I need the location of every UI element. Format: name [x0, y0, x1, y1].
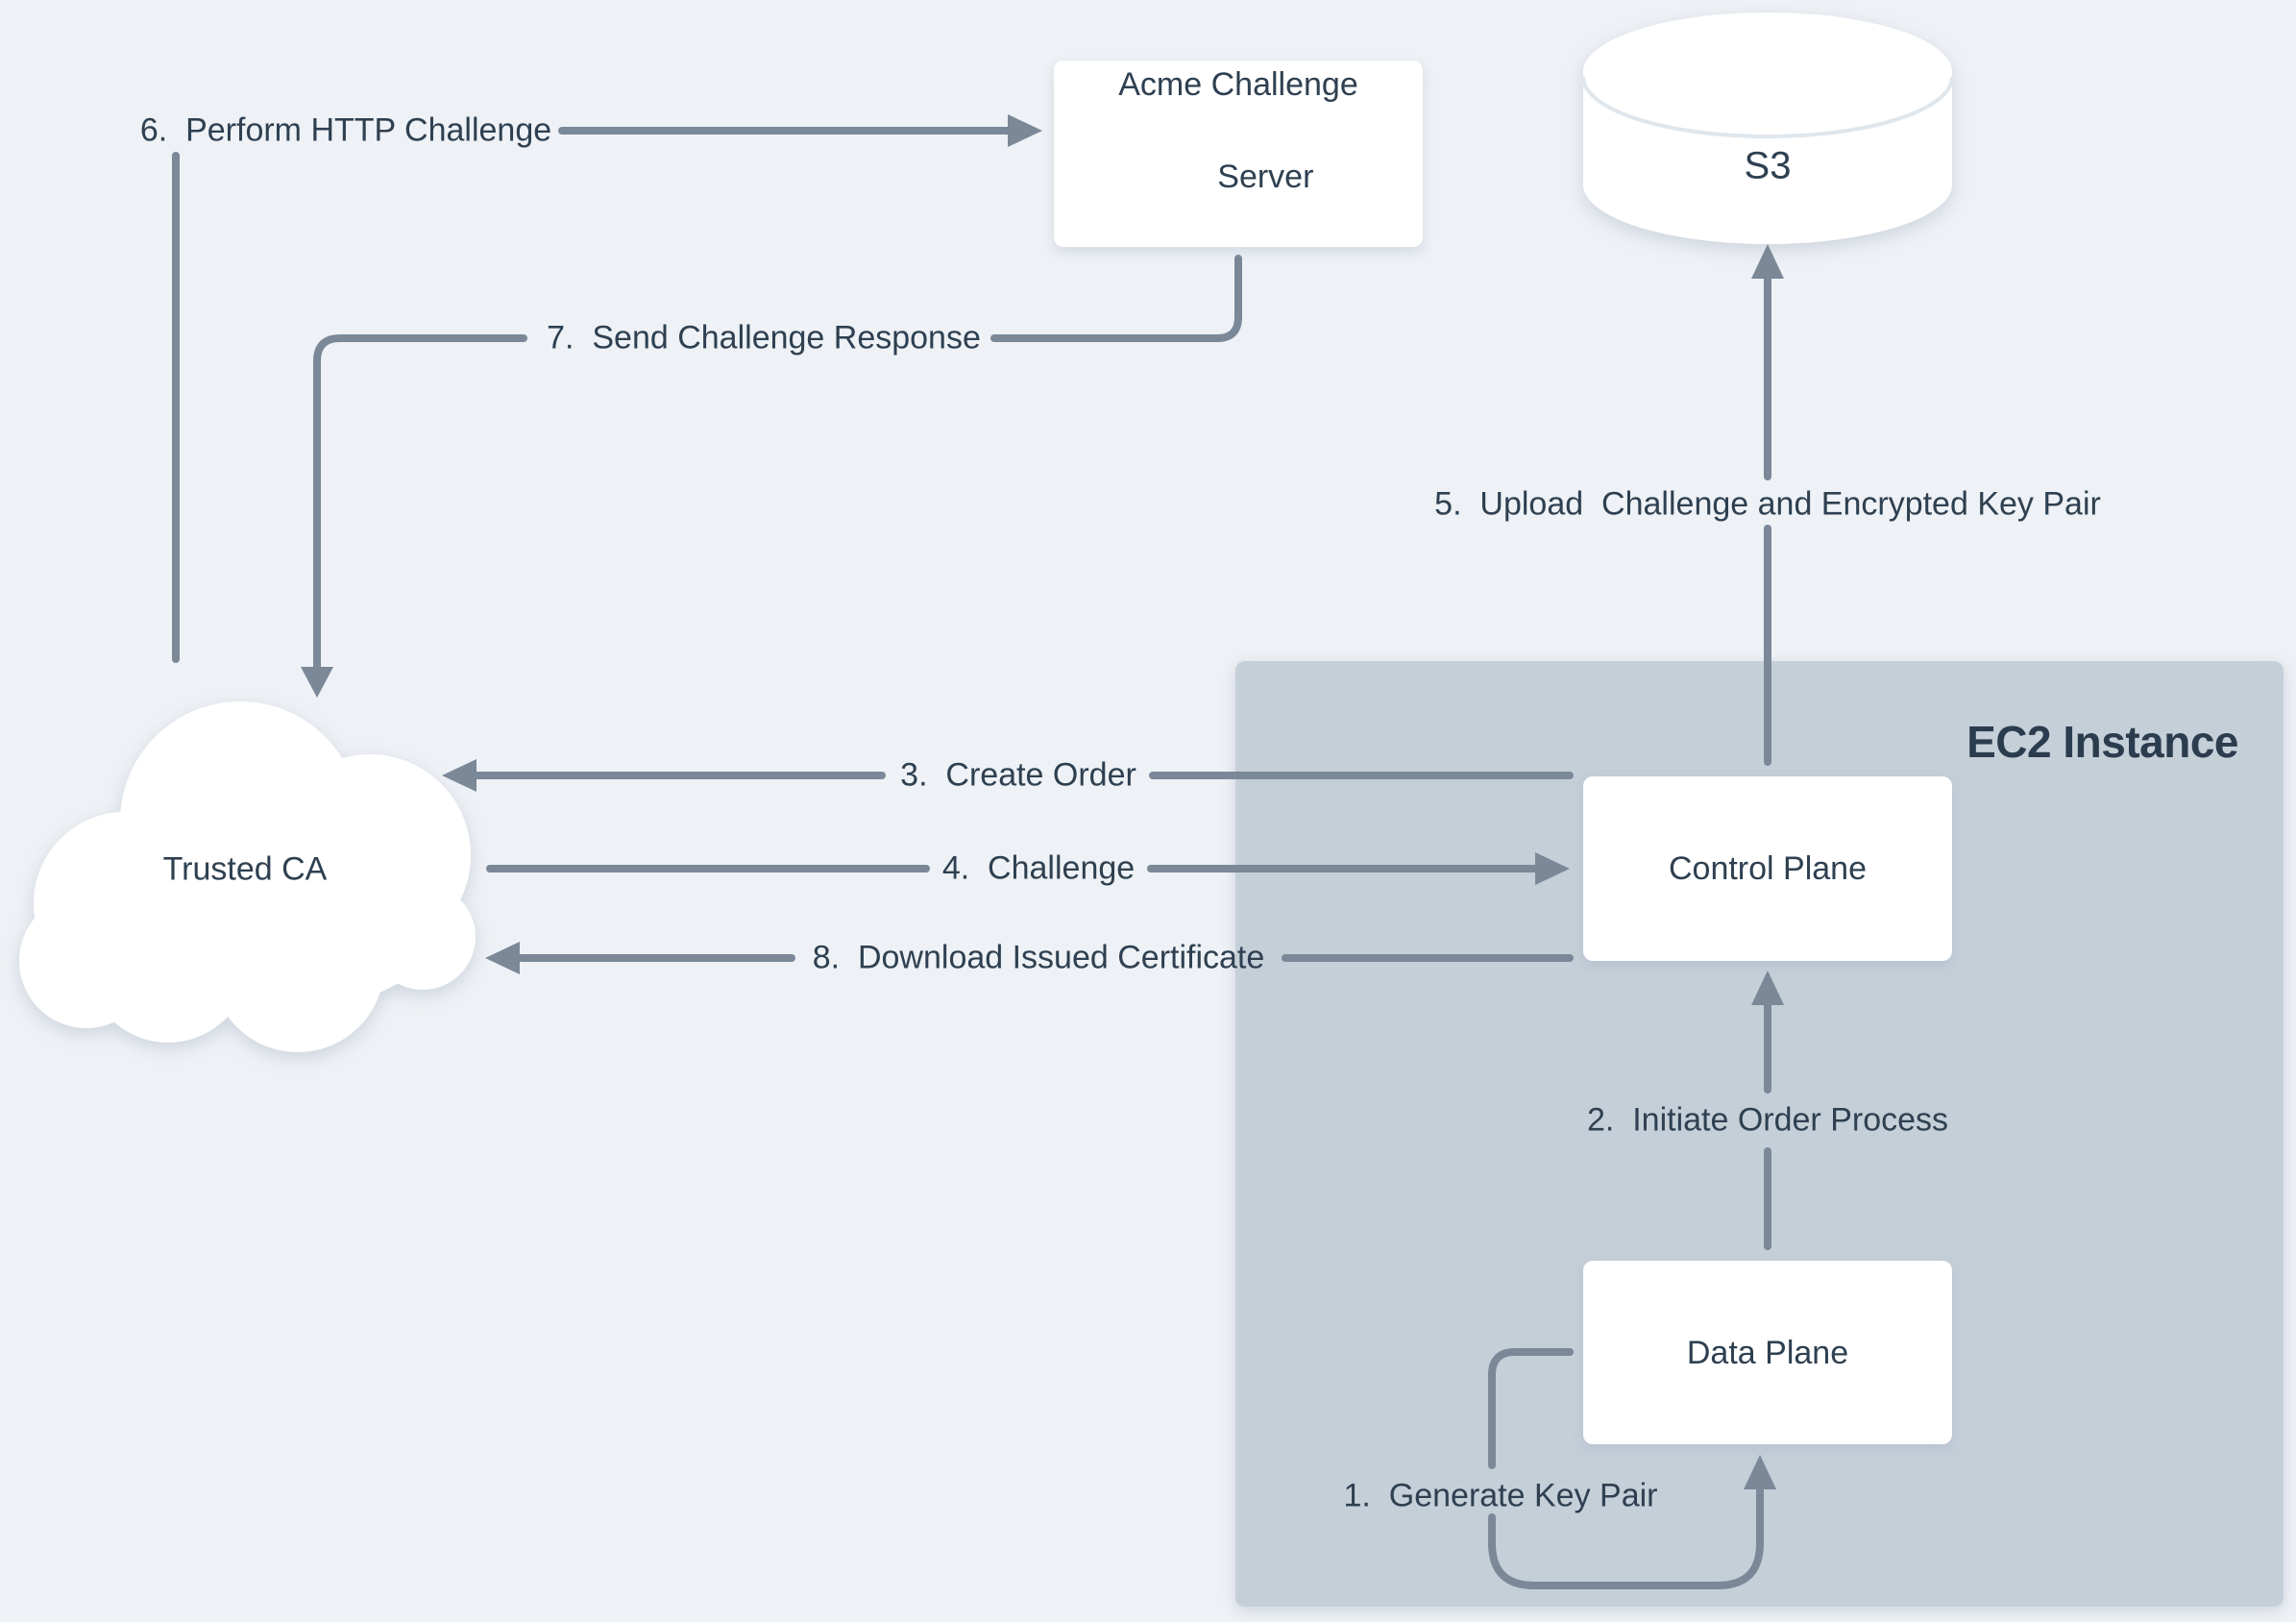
s3-label: S3 [1744, 144, 1792, 187]
step-6-label: 6. Perform HTTP Challenge [139, 111, 552, 149]
arrowhead-3 [442, 759, 476, 792]
acme-label-line1: Acme Challenge [1118, 66, 1358, 103]
edge-1-top [1488, 1348, 1574, 1469]
database-icon [1581, 12, 1954, 244]
node-acme-challenge-server: Acme Challenge Server [1054, 61, 1423, 247]
arrowhead-7 [301, 667, 333, 698]
node-control-plane: Control Plane [1583, 776, 1952, 961]
step-7-label: 7. Send Challenge Response [547, 319, 981, 356]
step-1-label: 1. Generate Key Pair [1343, 1477, 1658, 1514]
cloud-icon [19, 701, 476, 1052]
arrowhead-6 [1008, 114, 1042, 147]
arrowhead-1 [1744, 1455, 1776, 1489]
step-4-label: 4. Challenge [941, 849, 1136, 887]
arrowhead-8 [485, 942, 520, 974]
arrow-heads [301, 114, 1784, 1489]
step-8-label: 8. Download Issued Certificate [812, 939, 1265, 976]
arrowhead-4 [1535, 852, 1570, 885]
node-data-plane: Data Plane [1583, 1261, 1952, 1444]
arrowhead-2 [1751, 971, 1784, 1005]
trusted-ca-label: Trusted CA [162, 850, 328, 888]
ec2-zone-title: EC2 Instance [1966, 717, 2238, 767]
edges [172, 127, 1771, 1589]
step-5-label: 5. Upload Challenge and Encrypted Key Pa… [1434, 485, 2101, 523]
edge-7-right [990, 255, 1242, 342]
arrowhead-5 [1751, 244, 1784, 279]
edge-1-bottom [1488, 1486, 1764, 1589]
edge-7-left [313, 334, 527, 675]
data-plane-label: Data Plane [1686, 1334, 1849, 1371]
acme-label-line2: Server [1217, 159, 1314, 195]
step-3-label: 3. Create Order [900, 756, 1136, 794]
acme-label: Acme Challenge Server [1118, 61, 1357, 246]
step-2-label: 2. Initiate Order Process [1586, 1101, 1949, 1139]
control-plane-label: Control Plane [1668, 850, 1867, 887]
